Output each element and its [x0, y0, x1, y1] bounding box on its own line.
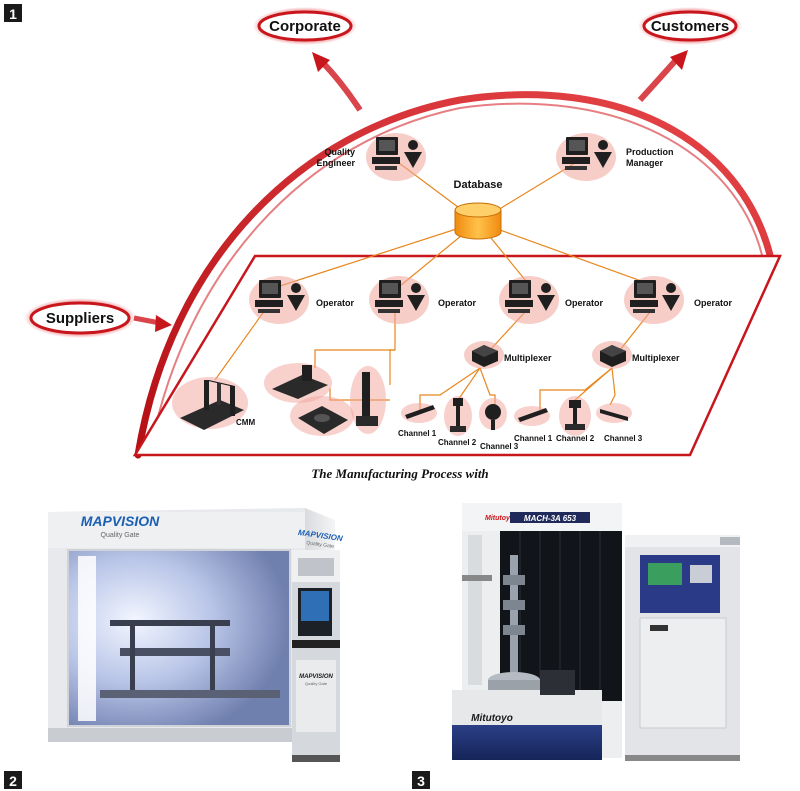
operator-label: Operator: [694, 298, 733, 308]
operator-label: Operator: [438, 298, 477, 308]
multiplexer-icon: [464, 341, 504, 369]
vision-system-icon: [264, 363, 332, 403]
channel-label: Channel 2: [556, 434, 595, 443]
multiplexer-label: Multiplexer: [632, 353, 680, 363]
cmm-machine-icon: [172, 377, 248, 430]
channel-label: Channel 1: [514, 434, 553, 443]
form-tester-icon: [290, 396, 354, 436]
mapvision-photo: [48, 508, 340, 762]
arrow-to-corporate-head: [312, 52, 330, 72]
mapvision-tagline: Quality Gate: [101, 532, 140, 539]
svg-text:1: 1: [9, 6, 17, 22]
multiplexer-icon: [592, 341, 632, 369]
operator-workstation-icon: [369, 276, 429, 324]
mapvision-side-tagline: Quality Gate: [306, 540, 335, 550]
arrow-to-customers: [637, 58, 679, 103]
panel-3-badge: 3: [412, 771, 430, 789]
height-gauge-icon: [350, 366, 386, 434]
multiplexer-label: Multiplexer: [504, 353, 552, 363]
figure-caption: The Manufacturing Process with: [311, 466, 488, 481]
suppliers-pill: Suppliers: [24, 298, 136, 338]
operator-workstation-icon: [249, 276, 309, 324]
caliper-icon: [514, 406, 550, 426]
micrometer-stand-icon: [444, 396, 472, 436]
feedback-arch: [134, 91, 774, 459]
panel-1-badge: 1: [4, 4, 22, 22]
caliper-icon: [401, 403, 437, 423]
operator-label: Operator: [316, 298, 355, 308]
quality-engineer-label-1: Quality: [324, 147, 355, 157]
channel-label: Channel 2: [438, 438, 477, 447]
channel-label: Channel 3: [480, 442, 519, 451]
corporate-pill: Corporate: [253, 7, 357, 45]
mitutoyo-base-brand: Mitutoyo: [471, 713, 513, 724]
workstation-icon: [556, 133, 616, 181]
channel-label: Channel 1: [398, 429, 437, 438]
operator-workstation-icon: [624, 276, 684, 324]
mitutoyo-label-brand: Mitutoyo: [485, 515, 515, 522]
quality-engineer-label-2: Engineer: [316, 158, 355, 168]
mapvision-brand: MAPVISION: [81, 513, 160, 529]
customers-pill: Customers: [638, 7, 742, 45]
operator-label: Operator: [565, 298, 604, 308]
caliper-icon: [596, 403, 632, 423]
database-icon: [454, 202, 502, 240]
corporate-label: Corporate: [269, 18, 341, 35]
cmm-label: CMM: [236, 418, 255, 427]
mitutoyo-photo: [452, 503, 740, 761]
workstation-icon: [366, 133, 426, 181]
micrometer-stand-icon: [559, 396, 591, 436]
svg-text:2: 2: [9, 773, 17, 789]
svg-text:3: 3: [417, 773, 425, 789]
mitutoyo-model: MACH-3A 653: [524, 514, 577, 523]
database-label: Database: [454, 179, 503, 191]
arrow-to-customers-head: [670, 50, 688, 70]
operator-workstation-icon: [499, 276, 559, 324]
arrow-from-suppliers-head: [155, 315, 172, 332]
arrow-to-corporate: [319, 59, 363, 112]
model-plate: [510, 512, 590, 523]
production-manager-label-1: Production: [626, 147, 674, 157]
panel-2-badge: 2: [4, 771, 22, 789]
channel-label: Channel 3: [604, 434, 643, 443]
mapvision-console-tagline: Quality Gate: [305, 681, 328, 686]
dial-indicator-icon: [479, 398, 507, 430]
customers-label: Customers: [651, 18, 729, 35]
suppliers-label: Suppliers: [46, 310, 114, 327]
feedback-arch-inner: [149, 102, 763, 453]
mapvision-console-brand: MAPVISION: [299, 674, 333, 680]
production-manager-label-2: Manager: [626, 158, 664, 168]
